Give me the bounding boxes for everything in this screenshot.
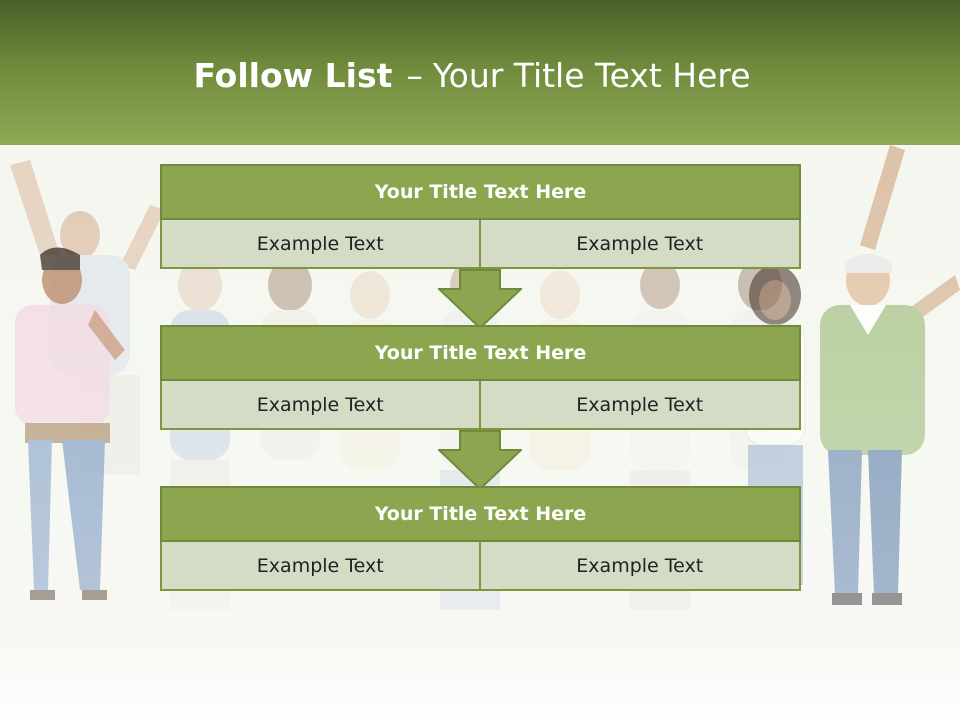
step-box-2: Your Title Text Here Example Text Exampl…: [160, 325, 801, 430]
step-title: Your Title Text Here: [160, 486, 801, 542]
slide-title: Follow List–Your Title Text Here: [0, 54, 944, 98]
slide-title-bold: Follow List: [193, 56, 393, 95]
slide-title-separator: –: [406, 56, 423, 95]
step-row: Example Text Example Text: [160, 381, 801, 430]
step-cell-right: Example Text: [480, 220, 801, 269]
step-title: Your Title Text Here: [160, 164, 801, 220]
header-banner: Follow List–Your Title Text Here: [0, 0, 960, 145]
down-arrow-icon: [438, 269, 522, 329]
down-arrow-icon: [438, 430, 522, 490]
step-cell-left: Example Text: [160, 220, 481, 269]
step-box-1: Your Title Text Here Example Text Exampl…: [160, 164, 801, 269]
step-row: Example Text Example Text: [160, 542, 801, 591]
step-title: Your Title Text Here: [160, 325, 801, 381]
step-row: Example Text Example Text: [160, 220, 801, 269]
step-cell-left: Example Text: [160, 381, 481, 430]
step-cell-right: Example Text: [480, 542, 801, 591]
step-cell-left: Example Text: [160, 542, 481, 591]
step-box-3: Your Title Text Here Example Text Exampl…: [160, 486, 801, 591]
slide-title-rest: Your Title Text Here: [432, 56, 751, 95]
step-cell-right: Example Text: [480, 381, 801, 430]
